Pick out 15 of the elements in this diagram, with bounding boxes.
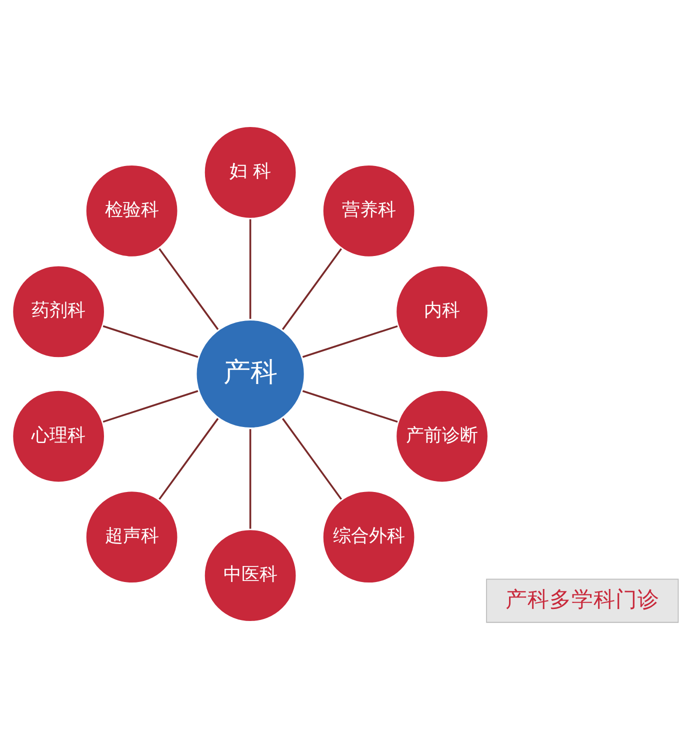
connector — [249, 428, 252, 528]
node-box: 产科多学科门诊 — [486, 578, 679, 622]
connector — [302, 324, 398, 358]
connector — [302, 390, 398, 422]
node-circle: 产前诊断 — [394, 388, 490, 484]
node-circle: 药剂科 — [10, 263, 107, 360]
connector — [282, 248, 342, 330]
node-circle: 内科 — [394, 263, 490, 360]
connector — [249, 218, 252, 318]
connector — [102, 390, 198, 422]
connector — [158, 248, 219, 330]
connector — [282, 418, 342, 500]
connector — [158, 418, 219, 500]
connector — [102, 324, 198, 358]
node-circle: 心理科 — [10, 388, 107, 484]
